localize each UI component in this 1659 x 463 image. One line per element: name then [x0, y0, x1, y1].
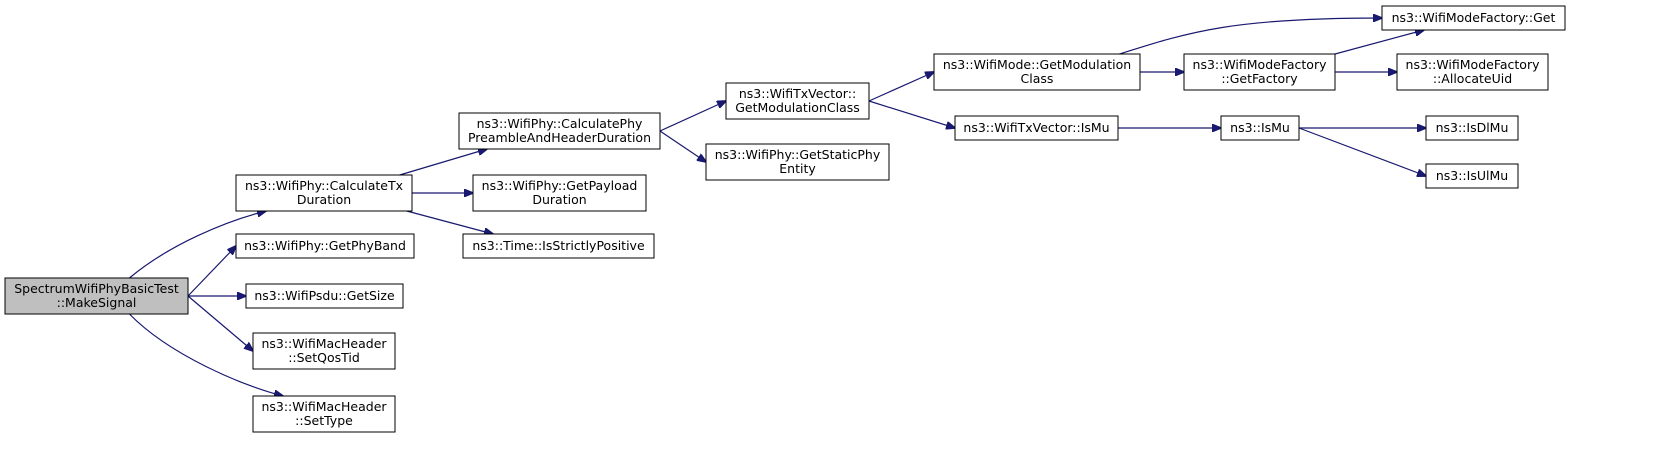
node-ismu[interactable]: ns3::IsMu: [1220, 115, 1300, 141]
node-txv-modclass[interactable]: ns3::WifiTxVector::GetModulationClass: [725, 82, 870, 120]
node-label-line: ns3::WifiPhy::GetPhyBand: [244, 238, 406, 253]
edge-calc_tx-to-is_positive: [406, 210, 493, 234]
node-label-line: ::AllocateUid: [1433, 71, 1512, 86]
node-label-line: ns3::Time::IsStrictlyPositive: [472, 238, 645, 253]
node-calc-preamble[interactable]: ns3::WifiPhy::CalculatePhyPreambleAndHea…: [458, 112, 661, 150]
node-label-line: ns3::IsUlMu: [1436, 168, 1508, 183]
node-label-line: ns3::WifiPhy::GetStaticPhy: [715, 147, 881, 162]
node-label-line: ns3::IsMu: [1230, 120, 1290, 135]
node-label-line: ns3::WifiPhy::CalculateTx: [245, 178, 403, 193]
node-get-phy-band[interactable]: ns3::WifiPhy::GetPhyBand: [235, 233, 415, 259]
node-label-line: ns3::WifiMacHeader: [261, 399, 387, 414]
node-get-factory[interactable]: ns3::WifiModeFactory::GetFactory: [1183, 53, 1336, 91]
node-label-line: ns3::WifiPsdu::GetSize: [254, 288, 395, 303]
node-label-line: ::SetType: [295, 413, 353, 428]
node-box: [472, 174, 647, 212]
node-label-line: PreambleAndHeaderDuration: [468, 130, 651, 145]
node-psdu-size[interactable]: ns3::WifiPsdu::GetSize: [245, 283, 404, 309]
node-label-line: ns3::WifiPhy::GetPayload: [482, 178, 638, 193]
node-label-line: ns3::WifiTxVector::: [739, 86, 856, 101]
node-box: [1425, 115, 1519, 141]
node-box: [462, 233, 655, 259]
node-label-line: Class: [1021, 71, 1054, 86]
node-label-line: ns3::WifiModeFactory: [1193, 57, 1328, 72]
node-box: [705, 143, 890, 181]
node-box: [1425, 163, 1519, 189]
node-label-line: ns3::WifiModeFactory::Get: [1392, 10, 1556, 25]
node-isdlmu[interactable]: ns3::IsDlMu: [1425, 115, 1519, 141]
node-set-qos[interactable]: ns3::WifiMacHeader::SetQosTid: [252, 332, 396, 370]
edge-get_factory-to-factory_get: [1334, 30, 1424, 55]
node-box: [235, 174, 413, 212]
edge-txv_modclass-to-mode_modclass: [868, 72, 934, 102]
node-label-line: ns3::WifiModeFactory: [1406, 57, 1541, 72]
node-box: [954, 115, 1119, 141]
node-box: [252, 395, 396, 433]
edge-make_signal-to-set_qos: [187, 295, 253, 351]
node-label-line: ::GetFactory: [1221, 71, 1298, 86]
node-label-line: ns3::IsDlMu: [1436, 120, 1509, 135]
node-box: [458, 112, 661, 150]
edge-make_signal-to-set_type: [129, 313, 283, 396]
edge-calc_preamble-to-txv_modclass: [659, 101, 726, 132]
node-label-line: ns3::WifiMacHeader: [261, 336, 387, 351]
edge-ismu-to-isulmu: [1298, 127, 1426, 176]
node-label-line: Duration: [297, 192, 351, 207]
edge-calc_tx-to-calc_preamble: [399, 149, 487, 176]
node-factory-get[interactable]: ns3::WifiModeFactory::Get: [1381, 5, 1566, 31]
node-alloc-uid[interactable]: ns3::WifiModeFactory::AllocateUid: [1396, 53, 1549, 91]
node-box: [1396, 53, 1549, 91]
node-label-line: Duration: [532, 192, 586, 207]
node-label-line: Entity: [779, 161, 816, 176]
node-make-signal[interactable]: SpectrumWifiPhyBasicTest::MakeSignal: [4, 277, 189, 315]
node-box: [1381, 5, 1566, 31]
node-box: [1183, 53, 1336, 91]
edge-txv_modclass-to-txv_ismu: [868, 100, 955, 128]
edge-make_signal-to-get_phy_band: [187, 246, 236, 297]
edge-mode_modclass-to-factory_get: [1119, 18, 1382, 55]
node-label-line: SpectrumWifiPhyBasicTest: [14, 281, 179, 296]
edge-make_signal-to-calc_tx: [129, 211, 266, 279]
node-txv-ismu[interactable]: ns3::WifiTxVector::IsMu: [954, 115, 1119, 141]
node-box: [1220, 115, 1300, 141]
node-box: [933, 53, 1141, 91]
node-label-line: ns3::WifiTxVector::IsMu: [963, 120, 1109, 135]
node-set-type[interactable]: ns3::WifiMacHeader::SetType: [252, 395, 396, 433]
node-isulmu[interactable]: ns3::IsUlMu: [1425, 163, 1519, 189]
node-label-line: ns3::WifiMode::GetModulation: [943, 57, 1131, 72]
node-label-line: ns3::WifiPhy::CalculatePhy: [477, 116, 643, 131]
node-box: [4, 277, 189, 315]
node-box: [245, 283, 404, 309]
node-box: [252, 332, 396, 370]
node-box: [235, 233, 415, 259]
edge-calc_preamble-to-static_phy: [659, 130, 706, 162]
node-mode-modclass[interactable]: ns3::WifiMode::GetModulationClass: [933, 53, 1141, 91]
node-label-line: GetModulationClass: [735, 100, 860, 115]
node-box: [725, 82, 870, 120]
node-label-line: ::SetQosTid: [288, 350, 360, 365]
node-label-line: ::MakeSignal: [57, 295, 137, 310]
node-is-positive[interactable]: ns3::Time::IsStrictlyPositive: [462, 233, 655, 259]
